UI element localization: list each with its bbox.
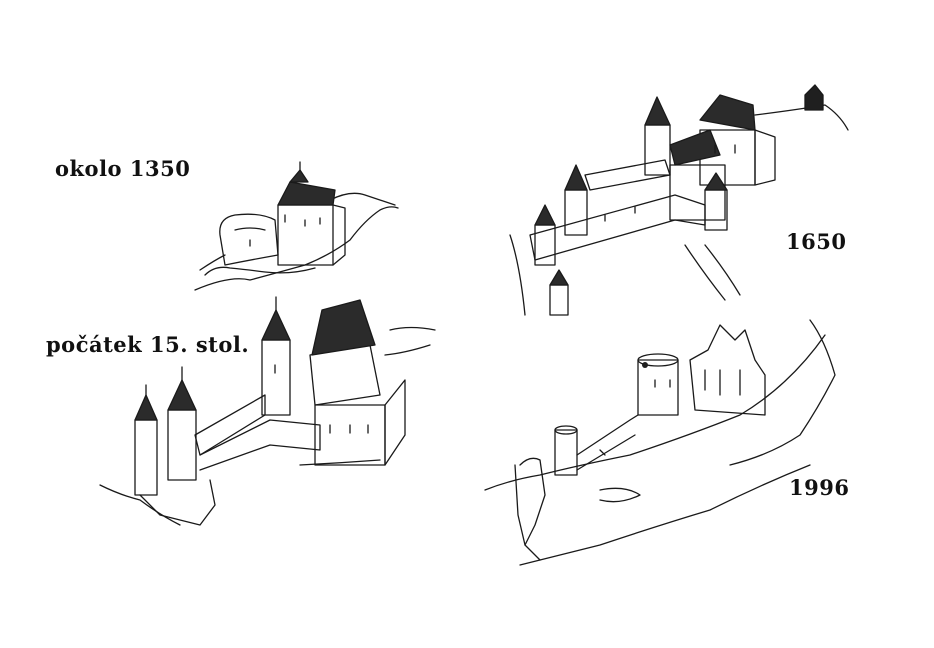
period-label-1350: okolo 1350 (55, 156, 191, 181)
castle-drawing-15th-century (99, 296, 436, 526)
castle-drawing-1350 (194, 161, 399, 291)
period-label-1996: 1996 (789, 475, 850, 500)
period-label-1650: 1650 (786, 229, 847, 254)
castle-drawing-1650 (509, 84, 849, 316)
castle-drawing-1996 (484, 319, 836, 566)
period-label-15th-century: počátek 15. stol. (46, 332, 250, 357)
